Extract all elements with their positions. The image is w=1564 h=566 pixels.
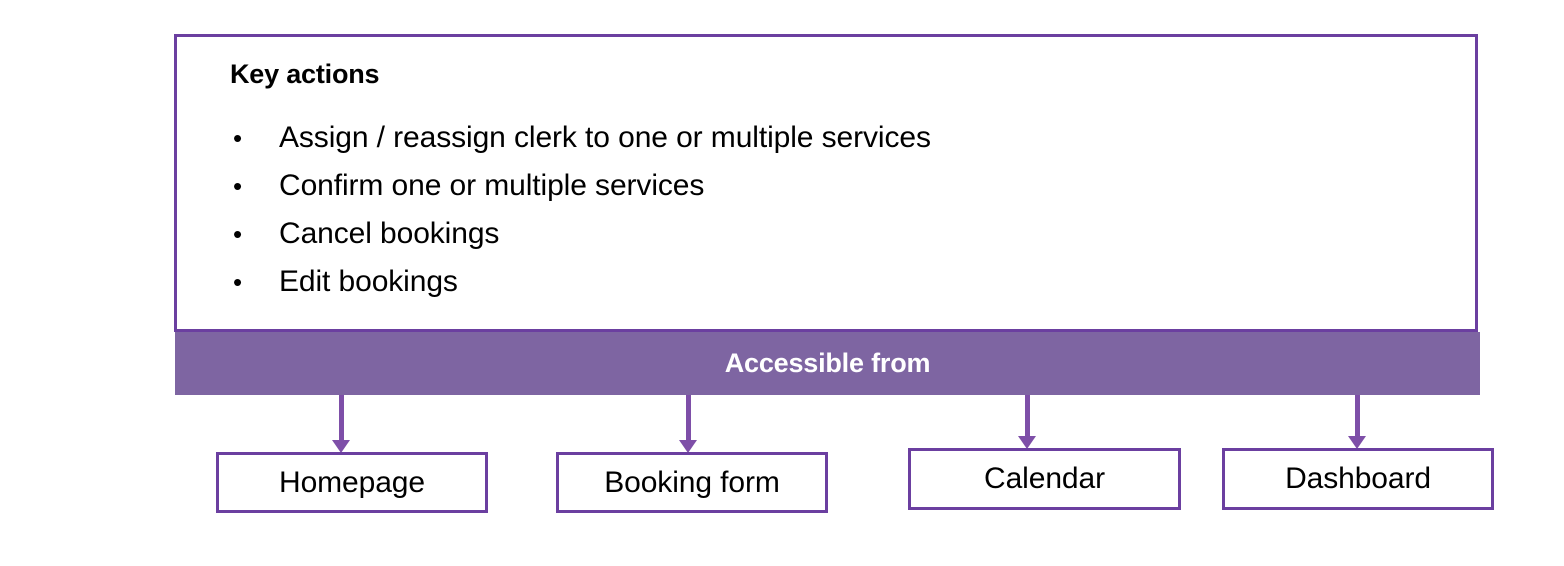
arrow-head-homepage bbox=[332, 440, 350, 453]
destination-box-dashboard[interactable]: Dashboard bbox=[1222, 448, 1494, 510]
arrow-head-calendar bbox=[1018, 436, 1036, 449]
list-item: • Assign / reassign clerk to one or mult… bbox=[227, 121, 931, 169]
list-item-label: Cancel bookings bbox=[279, 217, 500, 250]
banner-label: Accessible from bbox=[724, 348, 931, 378]
accessible-from-banner: Accessible from bbox=[175, 332, 1480, 395]
panel-title: Key actions bbox=[230, 59, 380, 89]
connector-line-dashboard bbox=[1355, 395, 1360, 439]
list-item: • Confirm one or multiple services bbox=[227, 169, 931, 217]
destination-label: Dashboard bbox=[1285, 462, 1431, 495]
list-item-label: Confirm one or multiple services bbox=[279, 169, 705, 202]
bullet-icon: • bbox=[233, 123, 243, 153]
arrow-head-dashboard bbox=[1348, 436, 1366, 449]
connector-line-homepage bbox=[339, 395, 344, 443]
destination-label: Calendar bbox=[984, 462, 1105, 495]
bullet-icon: • bbox=[233, 219, 243, 249]
destination-box-calendar[interactable]: Calendar bbox=[908, 448, 1181, 510]
bullet-icon: • bbox=[233, 171, 243, 201]
list-item: • Edit bookings bbox=[227, 265, 931, 313]
key-actions-list: • Assign / reassign clerk to one or mult… bbox=[227, 121, 931, 313]
arrow-head-booking-form bbox=[679, 440, 697, 453]
destination-label: Homepage bbox=[279, 465, 425, 499]
connector-line-booking-form bbox=[686, 395, 691, 443]
bullet-icon: • bbox=[233, 267, 243, 297]
list-item-label: Edit bookings bbox=[279, 265, 458, 298]
key-actions-panel: Key actions • Assign / reassign clerk to… bbox=[174, 34, 1478, 332]
destination-label: Booking form bbox=[604, 465, 780, 499]
destination-box-homepage[interactable]: Homepage bbox=[216, 452, 488, 513]
destination-box-booking-form[interactable]: Booking form bbox=[556, 452, 828, 513]
list-item-label: Assign / reassign clerk to one or multip… bbox=[279, 121, 931, 154]
connector-line-calendar bbox=[1025, 395, 1030, 439]
list-item: • Cancel bookings bbox=[227, 217, 931, 265]
